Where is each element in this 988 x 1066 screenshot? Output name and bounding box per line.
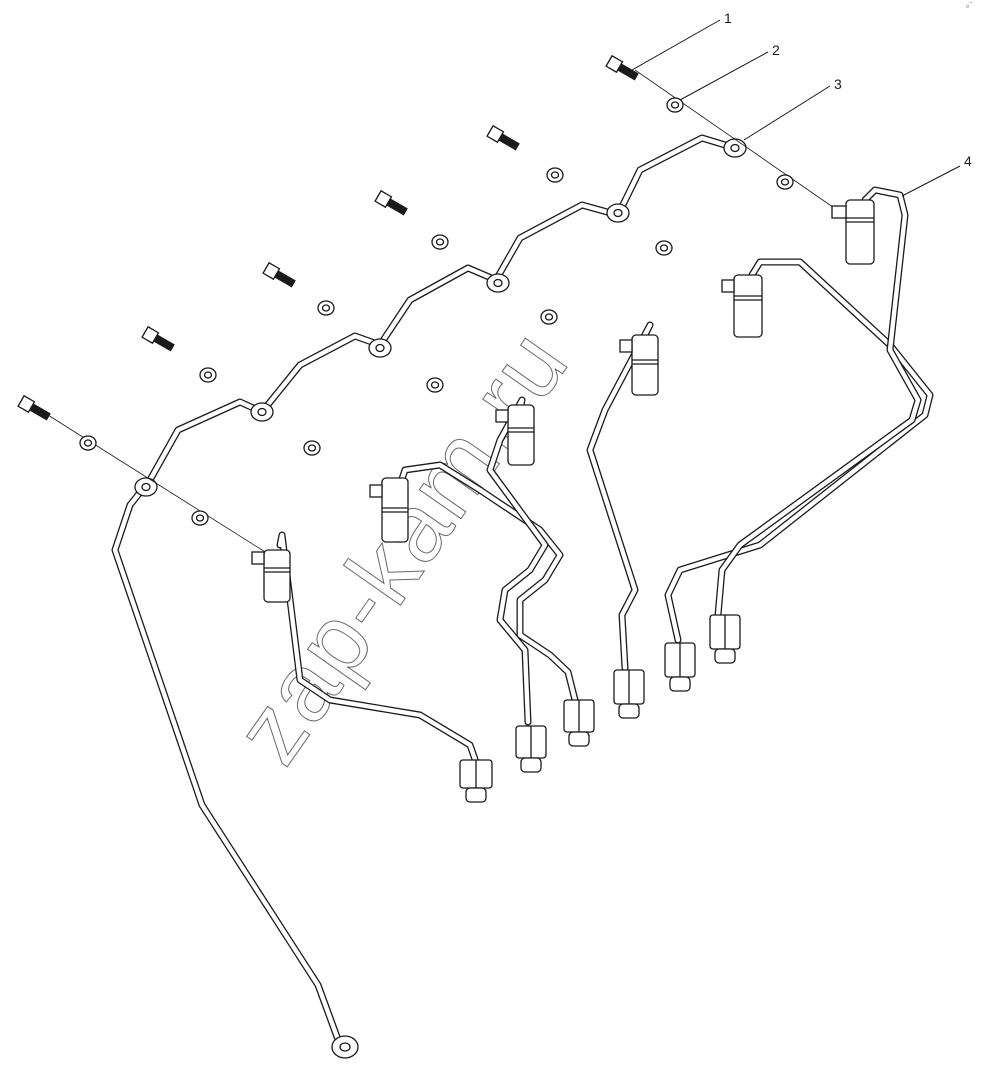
banjo-eye (250, 402, 274, 422)
injector-fittings (251, 199, 875, 603)
pump-nut (613, 669, 645, 719)
pump-nut (709, 614, 741, 664)
callout-4-leader (901, 165, 961, 197)
pump-nut (664, 642, 696, 692)
pump-nut (515, 725, 547, 773)
injector-fitting (831, 199, 875, 265)
assembly-center-lines (39, 69, 841, 556)
pump-nut (563, 699, 595, 747)
washer (303, 440, 321, 456)
banjo-eye (606, 203, 630, 223)
injector-fitting (721, 274, 763, 338)
banjo-bolts (17, 54, 639, 421)
banjo-bolt (605, 54, 639, 81)
leak-off-rail (111, 134, 739, 1049)
washer (666, 97, 684, 113)
pump-end-nuts (459, 614, 741, 803)
callout-3-leader (743, 85, 831, 141)
washer (546, 167, 564, 183)
washer (191, 510, 209, 526)
rail-banjo-eyes (134, 138, 747, 1059)
callout-4: 4 (964, 153, 972, 169)
pump-nut (459, 759, 493, 803)
banjo-eye (368, 338, 392, 358)
callout-2: 2 (772, 42, 780, 58)
injector-fitting (619, 334, 659, 396)
washer (426, 377, 444, 393)
corner-mark: ᵉ‾ (966, 2, 973, 12)
callout-1: 1 (724, 10, 732, 26)
washer (431, 234, 449, 250)
banjo-bolt (486, 124, 520, 151)
callout-2-leader (679, 51, 769, 101)
injector-fitting (369, 477, 409, 543)
washer (79, 435, 97, 451)
banjo-bolt (262, 261, 296, 288)
washer (655, 240, 673, 256)
banjo-eye (723, 138, 747, 158)
washer (317, 300, 335, 316)
washer (540, 309, 558, 325)
washer (199, 367, 217, 383)
banjo-eye (134, 477, 158, 497)
banjo-eye (486, 273, 510, 293)
high-pressure-lines (276, 186, 934, 772)
callout-1-leader (631, 19, 721, 71)
injector-fitting (495, 404, 535, 466)
injector-fitting (251, 549, 291, 603)
callouts: 1 2 3 4 (631, 10, 972, 197)
callout-3: 3 (834, 76, 842, 92)
banjo-eye-end (331, 1035, 359, 1059)
washer (776, 174, 794, 190)
banjo-bolt (141, 325, 175, 352)
sealing-washers (79, 97, 794, 526)
banjo-bolt (17, 394, 51, 421)
banjo-bolt (374, 189, 408, 216)
